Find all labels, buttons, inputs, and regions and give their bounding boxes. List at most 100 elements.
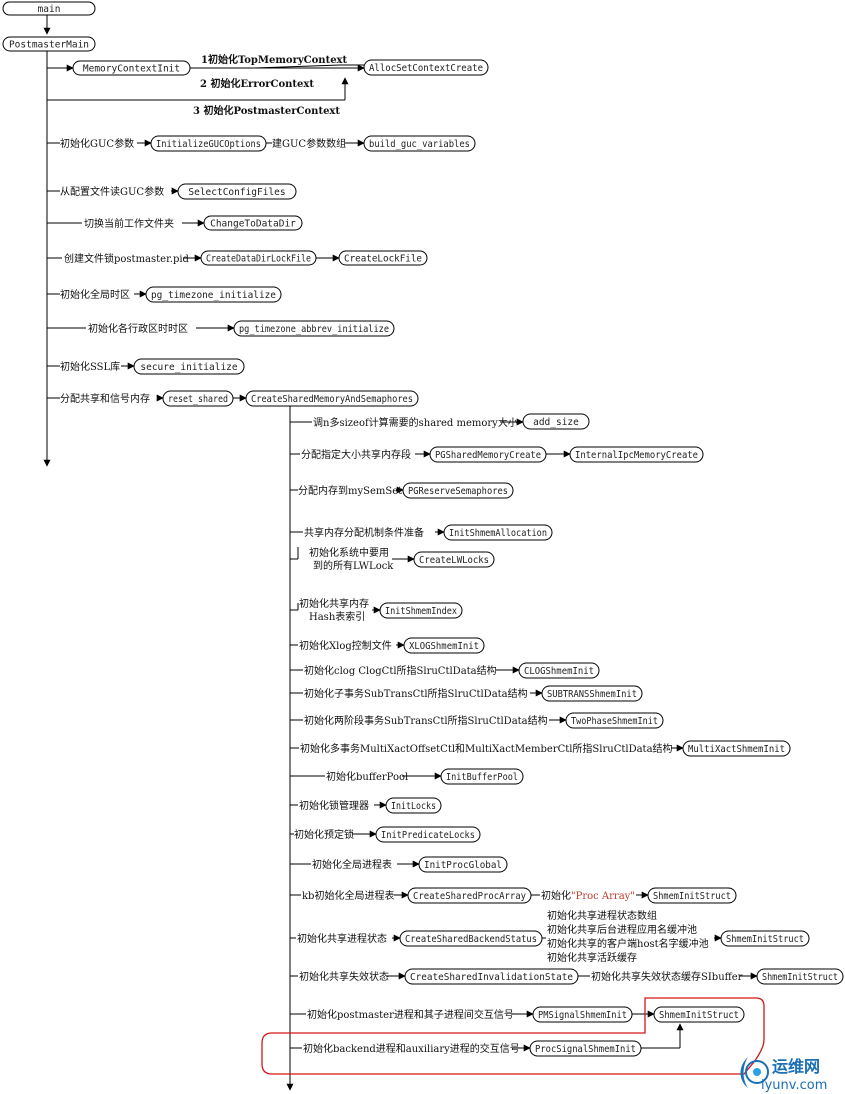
node-box: [203, 215, 303, 231]
node-label: ShmemInitStruct: [726, 934, 804, 945]
node-box: [440, 768, 524, 785]
label-init-lwlock-line1: 初始化系统中要用: [309, 546, 389, 559]
label-alloc-to-mysemset: 分配内存到mySemSet: [298, 484, 402, 497]
node-label: CreateSharedInvalidationState: [410, 972, 573, 983]
label-init-multixact: 初始化多事务MultiXactOffsetCtl和MultiXactMember…: [300, 742, 673, 755]
node-init-shmem-allocation: InitShmemAllocation: [443, 524, 553, 541]
label-init-inval-sibuffer: 初始化共享失效状态缓存SIbuffer: [591, 970, 743, 983]
node-box: [720, 930, 810, 947]
node-alloc-set-context-create: AllocSetContextCreate: [363, 59, 489, 76]
node-label: PostmasterMain: [9, 40, 89, 51]
label-init-global-proc: 初始化全局进程表: [312, 858, 392, 871]
label-init-shared-proc-status: 初始化共享进程状态: [297, 932, 387, 945]
node-label: InitLocks: [391, 801, 436, 812]
label-postmaster-context: 3 初始化PostmasterContext: [193, 104, 340, 117]
connectors: [47, 64, 758, 1052]
node-box: [541, 685, 643, 702]
label-init-lock-manager: 初始化锁管理器: [299, 799, 369, 812]
label-init-lwlock-line2: 到的所有LWLock: [313, 559, 394, 572]
node-label: pg_timezone_abbrev_initialize: [239, 324, 389, 335]
node-box: [569, 446, 704, 463]
node-box: [133, 358, 245, 375]
node-box: [756, 968, 844, 985]
node-box: [532, 1006, 633, 1023]
node-box: [429, 446, 547, 463]
node-label: SUBTRANSShmemInit: [547, 689, 637, 700]
node-box: [413, 551, 495, 568]
node-postmaster-main: PostmasterMain: [2, 36, 96, 52]
node-create-lwlocks: CreateLWLocks: [413, 551, 495, 568]
label-backend-line3: 初始化共享的客户端host名字缓冲池: [547, 937, 709, 950]
label-init-ssl: 初始化SSL库: [60, 360, 120, 373]
node-label: reset_shared: [168, 394, 228, 405]
node-label: CreateSharedProcArray: [413, 891, 526, 902]
node-box: [399, 930, 543, 947]
node-label: MemoryContextInit: [83, 64, 180, 75]
node-label: InitPredicateLocks: [381, 830, 475, 841]
node-box: [2, 36, 96, 52]
label-read-guc-config: 从配置文件读GUC参数: [60, 185, 164, 198]
node-box: [363, 135, 476, 152]
label-calc-shared-size: 调n多sizeof计算需要的shared memory大小: [313, 416, 518, 429]
node-pg-shared-memory-create: PGSharedMemoryCreate: [429, 446, 547, 463]
labels-layer: 1初始化TopMemoryContext 2 初始化ErrorContext 3…: [60, 53, 743, 1055]
label-alloc-shared-segment: 分配指定大小共享内存段: [301, 448, 411, 461]
node-label: ShmemInitStruct: [762, 972, 838, 983]
label-shared-alloc-prepare: 共享内存分配机制条件准备: [304, 526, 424, 539]
node-label: AllocSetContextCreate: [369, 63, 483, 74]
node-box: [407, 887, 532, 904]
node-label: InitProcGlobal: [424, 860, 502, 871]
node-init-proc-global: InitProcGlobal: [418, 856, 508, 873]
label-init-two-phase: 初始化两阶段事务SubTransCtl所指SlruCtlData结构: [304, 714, 548, 727]
node-box: [404, 968, 579, 985]
label-switch-work-dir: 切换当前工作文件夹: [84, 217, 174, 230]
node-pg-timezone-initialize: pg_timezone_initialize: [145, 286, 282, 303]
node-select-config-files: SelectConfigFiles: [177, 183, 297, 200]
node-box: [653, 1006, 745, 1023]
node-memory-context-init: MemoryContextInit: [72, 60, 191, 76]
watermark: 运维网 iyunv.com: [740, 1057, 827, 1093]
node-build-guc-variables: build_guc_variables: [363, 135, 476, 152]
node-box: [418, 856, 508, 873]
node-label: InternalIpcMemoryCreate: [575, 450, 698, 461]
node-label: SelectConfigFiles: [188, 187, 285, 198]
node-box: [529, 1040, 642, 1057]
node-shmem-init-struct-1: ShmemInitStruct: [647, 887, 737, 904]
node-label: ShmemInitStruct: [659, 1010, 739, 1021]
node-shmem-init-struct-3: ShmemInitStruct: [756, 968, 844, 985]
node-box: [200, 250, 317, 266]
node-label: add_size: [533, 417, 579, 428]
label-init-hash-line1: 初始化共享内存: [299, 597, 369, 610]
label-create-file-lock: 创建文件锁postmaster.pid: [64, 252, 190, 265]
node-xlog-shmem-init: XLOGShmemInit: [403, 637, 485, 654]
node-pg-timezone-abbrev-initialize: pg_timezone_abbrev_initialize: [233, 320, 395, 337]
main-backbone: [43, 15, 294, 1091]
label-init-admin-timezone: 初始化各行政区时时区: [88, 322, 188, 335]
node-label: PGReserveSemaphores: [408, 486, 508, 497]
node-clog-shmem-init: CLOGShmemInit: [518, 662, 600, 679]
node-label: CreateDataDirLockFile: [206, 254, 311, 265]
node-label: build_guc_variables: [369, 139, 470, 150]
node-box: [385, 797, 442, 814]
node-label: CLOGShmemInit: [524, 666, 594, 677]
node-label: MultiXactShmemInit: [688, 744, 785, 755]
node-label: CreateLWLocks: [419, 555, 489, 566]
label-init-hash-line2: Hash表索引: [309, 610, 365, 623]
node-internal-ipc-memory-create: InternalIpcMemoryCreate: [569, 446, 704, 463]
node-box: [177, 183, 297, 200]
node-box: [162, 390, 234, 407]
node-box: [518, 662, 600, 679]
node-label: ChangeToDataDir: [210, 219, 296, 230]
node-create-lock-file: CreateLockFile: [338, 250, 428, 266]
node-label: PGSharedMemoryCreate: [435, 450, 541, 461]
node-create-shared-backend-status: CreateSharedBackendStatus: [399, 930, 543, 947]
node-create-data-dir-lock-file: CreateDataDirLockFile: [200, 250, 317, 266]
node-initialize-guc-options: InitializeGUCOptions: [150, 135, 267, 152]
node-reset-shared: reset_shared: [162, 390, 234, 407]
label-error-context: 2 初始化ErrorContext: [200, 77, 314, 90]
node-create-shared-proc-array: CreateSharedProcArray: [407, 887, 532, 904]
label-init-postmaster-signal: 初始化postmaster进程和其子进程间交互信号: [307, 1008, 514, 1021]
node-box: [363, 59, 489, 76]
node-box: [245, 390, 419, 407]
node-label: secure_initialize: [140, 362, 238, 373]
